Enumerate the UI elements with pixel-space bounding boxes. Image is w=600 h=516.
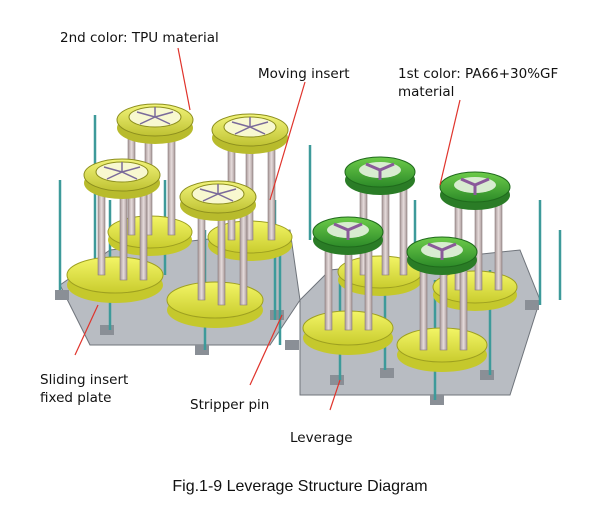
- label-sliding-insert-line1: Sliding insert: [40, 372, 129, 388]
- tpu-rings: [83, 103, 289, 221]
- label-second-color: 2nd color: TPU material: [60, 30, 219, 46]
- label-first-color-line1: 1st color: PA66+30%GF: [398, 66, 559, 82]
- label-first-color-line2: material: [398, 84, 455, 100]
- label-sliding-insert-line2: fixed plate: [40, 390, 112, 406]
- leverage-structure-diagram: [55, 47, 562, 411]
- pa66-rings: [312, 156, 511, 275]
- label-stripper-pin: Stripper pin: [190, 397, 270, 413]
- label-moving-insert: Moving insert: [258, 66, 350, 82]
- leader-lines: [74, 47, 461, 411]
- label-leverage: Leverage: [290, 430, 353, 446]
- figure-caption: Fig.1-9 Leverage Structure Diagram: [172, 478, 428, 495]
